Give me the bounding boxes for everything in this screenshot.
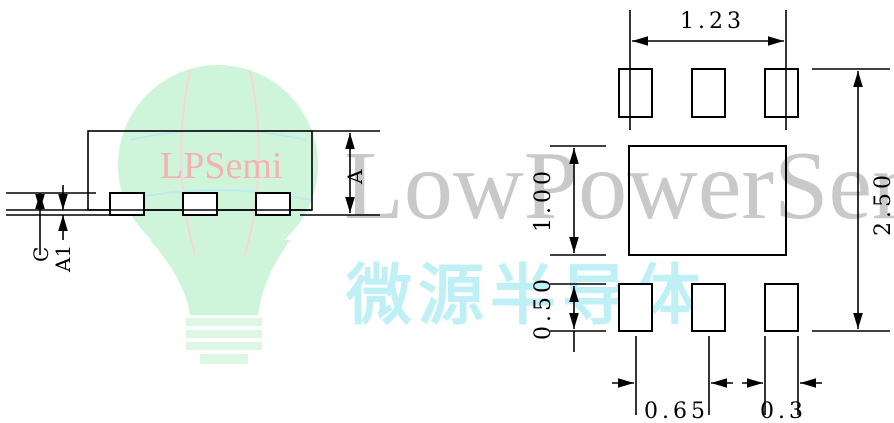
dim-pad-width: 0.3 [760,399,807,423]
dim-body-length: 1.00 [531,167,556,232]
side-view: A C A1 [6,130,380,273]
dim-pad-length: 0.50 [531,275,556,340]
package-body-top [628,145,787,256]
bottom-pad-1 [618,283,653,332]
side-lead-1 [109,192,145,216]
bottom-pad-2 [691,283,726,332]
dim-pitch: 0.65 [644,399,709,423]
side-lead-3 [255,192,291,216]
top-view: 1.23 2.50 1.00 0.50 0.65 0.3 [531,9,894,423]
logo-watermark-text: LPSemi [160,145,282,187]
side-lead-2 [182,192,218,216]
bottom-pad-3 [764,283,799,332]
top-pad-3 [764,68,799,118]
top-pad-1 [618,68,653,118]
label-a1: A1 [51,245,75,273]
dim-pitch-span: 1.23 [680,9,745,34]
label-c: C [29,247,53,262]
brand-watermark-text: LowPowerSemi [344,132,894,240]
dim-total-height: 2.50 [871,171,894,236]
label-a: A [343,169,367,185]
top-pad-2 [691,68,726,118]
